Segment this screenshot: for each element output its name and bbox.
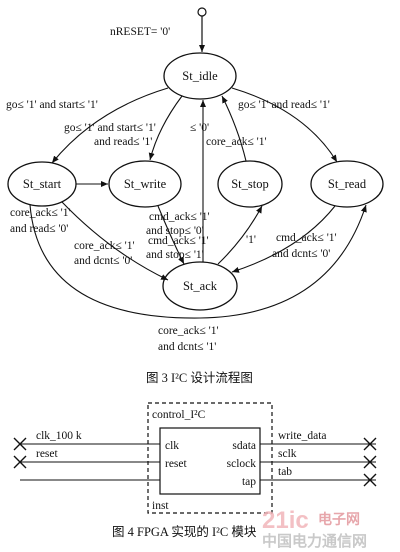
module-instance-label: inst bbox=[152, 500, 169, 512]
label-stop-idle-1: ≤ '0' bbox=[190, 122, 209, 134]
state-read-label: St_read bbox=[328, 177, 367, 191]
terminal-reset-icon bbox=[13, 455, 27, 469]
label-ack-stop-1: cmd_ack≤ '1' bbox=[148, 235, 209, 247]
transition-stop-idle bbox=[221, 95, 247, 162]
output-signal-sclk: sclk bbox=[278, 448, 297, 460]
watermark-logo-number: 21ic bbox=[262, 507, 309, 534]
module-boundary bbox=[147, 402, 273, 514]
module-title: control_I²C bbox=[152, 409, 206, 421]
label-idle-write-1: go≤ '1' and start≤ '1' bbox=[64, 122, 156, 134]
transition-start-ack bbox=[61, 201, 169, 281]
state-stop-label: St_stop bbox=[231, 177, 269, 191]
label-bottom-2: and dcnt≤ '1' bbox=[158, 341, 216, 353]
label-write-ack-1: cmd_ack≤ '1' bbox=[149, 211, 210, 223]
state-write-label: St_write bbox=[124, 177, 167, 191]
label-idle-write-2: and read≤ '1' bbox=[94, 136, 152, 148]
state-idle-label: St_idle bbox=[182, 69, 218, 83]
transition-write-ack bbox=[157, 205, 185, 265]
label-start-out-1: core_ack≤ '1' bbox=[10, 207, 71, 219]
transition-ack-stop bbox=[217, 205, 263, 265]
reset-label: nRESET= '0' bbox=[110, 26, 170, 38]
watermark: 21ic 电子网 中国电力通信网 bbox=[262, 507, 367, 550]
figure-3-caption: 图 3 I²C 设计流程图 bbox=[146, 370, 253, 385]
output-signal-write-data: write_data bbox=[278, 430, 327, 442]
port-sdata: sdata bbox=[232, 440, 256, 452]
terminal-clk-icon bbox=[13, 437, 27, 451]
output-signal-tab: tab bbox=[278, 466, 292, 478]
port-clk: clk bbox=[165, 440, 179, 452]
label-read-ack-1: cmd_ack≤ '1' bbox=[276, 232, 337, 244]
label-idle-start: go≤ '1' and start≤ '1' bbox=[6, 99, 98, 111]
module-block bbox=[159, 427, 261, 495]
label-start-out-2: and read≤ '0' bbox=[10, 223, 68, 235]
label-ack-mid-1: core_ack≤ '1' bbox=[74, 240, 135, 252]
reset-entry-point bbox=[197, 7, 207, 17]
fpga-module-diagram: control_I²C inst clk_100 k reset clk res… bbox=[13, 402, 377, 539]
terminal-write-data-icon bbox=[363, 437, 377, 451]
terminal-tab-icon bbox=[363, 473, 377, 487]
transition-start-read-bottom bbox=[29, 204, 367, 319]
label-idle-read: go≤ '1' and read≤ '1' bbox=[238, 99, 330, 111]
label-write-ack-2: and stop≤ '0' bbox=[146, 225, 204, 237]
transition-read-ack bbox=[231, 205, 336, 273]
watermark-site: 中国电力通信网 bbox=[262, 532, 367, 550]
terminal-sclk-icon bbox=[363, 455, 377, 469]
state-stop bbox=[217, 160, 283, 208]
state-ack bbox=[162, 261, 238, 311]
state-machine-diagram: nRESET= '0' St_idle St_start St_write St… bbox=[6, 7, 384, 385]
label-ack-mid-2: and dcnt≤ '0' bbox=[74, 255, 132, 267]
port-reset: reset bbox=[165, 458, 188, 470]
transition-idle-write bbox=[148, 95, 183, 161]
label-read-side: '1' bbox=[246, 234, 256, 246]
port-sclock: sclock bbox=[227, 458, 257, 470]
state-idle bbox=[163, 52, 237, 100]
input-signal-clk: clk_100 k bbox=[36, 430, 82, 442]
state-start-label: St_start bbox=[23, 177, 62, 191]
input-signal-reset: reset bbox=[36, 448, 59, 460]
transition-idle-read bbox=[231, 87, 338, 163]
state-ack-label: St_ack bbox=[183, 279, 218, 293]
port-tap: tap bbox=[242, 476, 256, 488]
watermark-brand: 电子网 bbox=[318, 511, 360, 527]
label-read-ack-2: and dcnt≤ '0' bbox=[272, 248, 330, 260]
label-bottom-1: core_ack≤ '1' bbox=[158, 325, 219, 337]
label-stop-idle-2: core_ack≤ '1' bbox=[206, 136, 267, 148]
state-read bbox=[310, 160, 384, 208]
state-write bbox=[108, 160, 182, 208]
transition-idle-start bbox=[51, 87, 169, 164]
figure-4-caption: 图 4 FPGA 实现的 I²C 模块 bbox=[112, 524, 257, 539]
label-ack-stop-2: and stop≤ '1' bbox=[146, 249, 204, 261]
